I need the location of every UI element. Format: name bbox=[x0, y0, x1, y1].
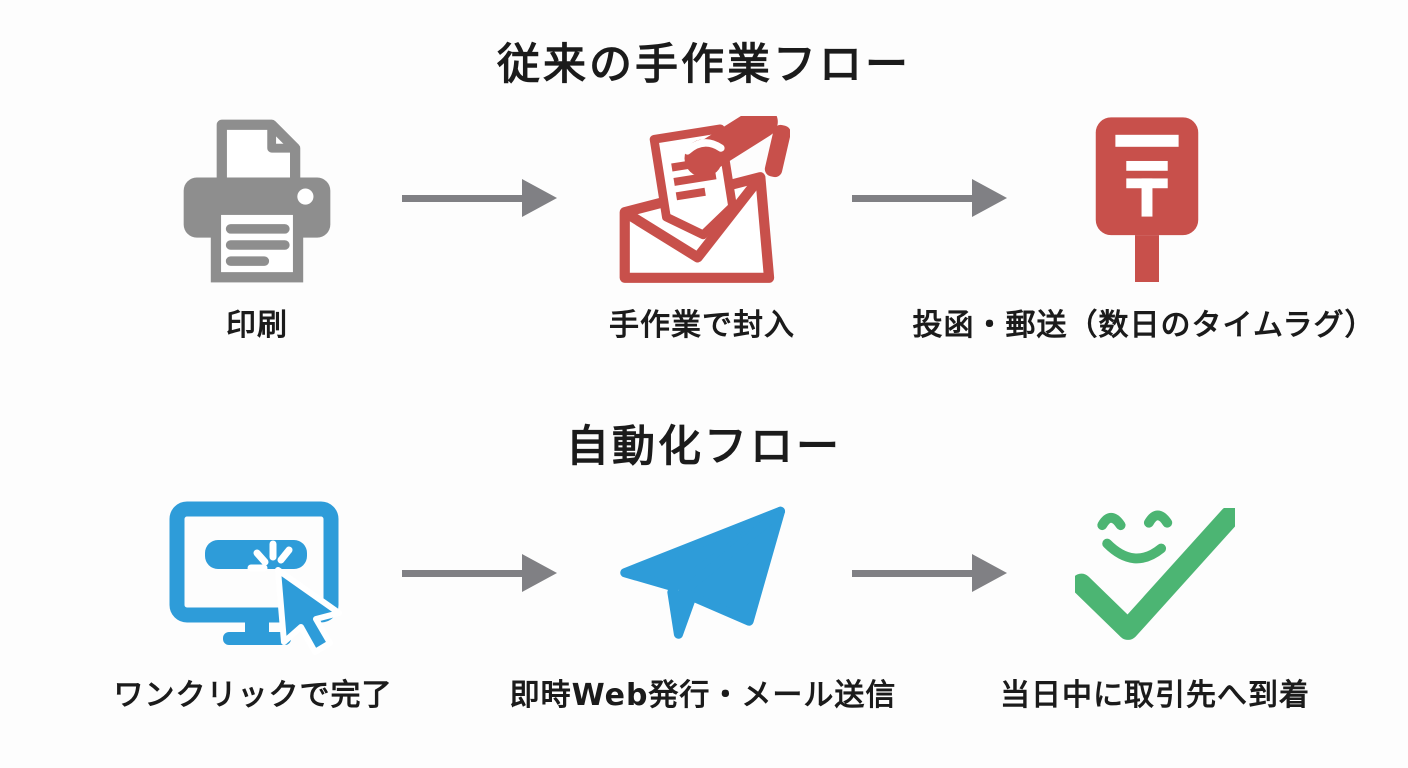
step-label-print: 印刷 bbox=[226, 308, 288, 343]
paper-plane-icon bbox=[620, 506, 786, 639]
arrow-icon bbox=[402, 554, 557, 592]
postbox-icon bbox=[1095, 117, 1199, 282]
step-label-post-mail: 投函・郵送（数日のタイムラグ） bbox=[912, 308, 1376, 343]
flow-title-automated: 自動化フロー bbox=[566, 422, 842, 472]
step-label-one-click: ワンクリックで完了 bbox=[113, 678, 393, 713]
step-label-same-day-arrival: 当日中に取引先へ到着 bbox=[1000, 678, 1310, 713]
flow-title-manual: 従来の手作業フロー bbox=[497, 40, 911, 90]
arrow-icon bbox=[852, 554, 1007, 592]
computer-click-icon bbox=[169, 501, 342, 655]
arrow-icon bbox=[852, 179, 1007, 217]
step-label-manual-enclose: 手作業で封入 bbox=[609, 308, 795, 343]
step-label-instant-web: 即時Web発行・メール送信 bbox=[509, 678, 897, 713]
arrow-icon bbox=[402, 179, 557, 217]
check-smile-icon bbox=[1075, 508, 1235, 640]
envelope-hand-icon bbox=[619, 116, 790, 283]
printer-icon bbox=[183, 119, 331, 283]
